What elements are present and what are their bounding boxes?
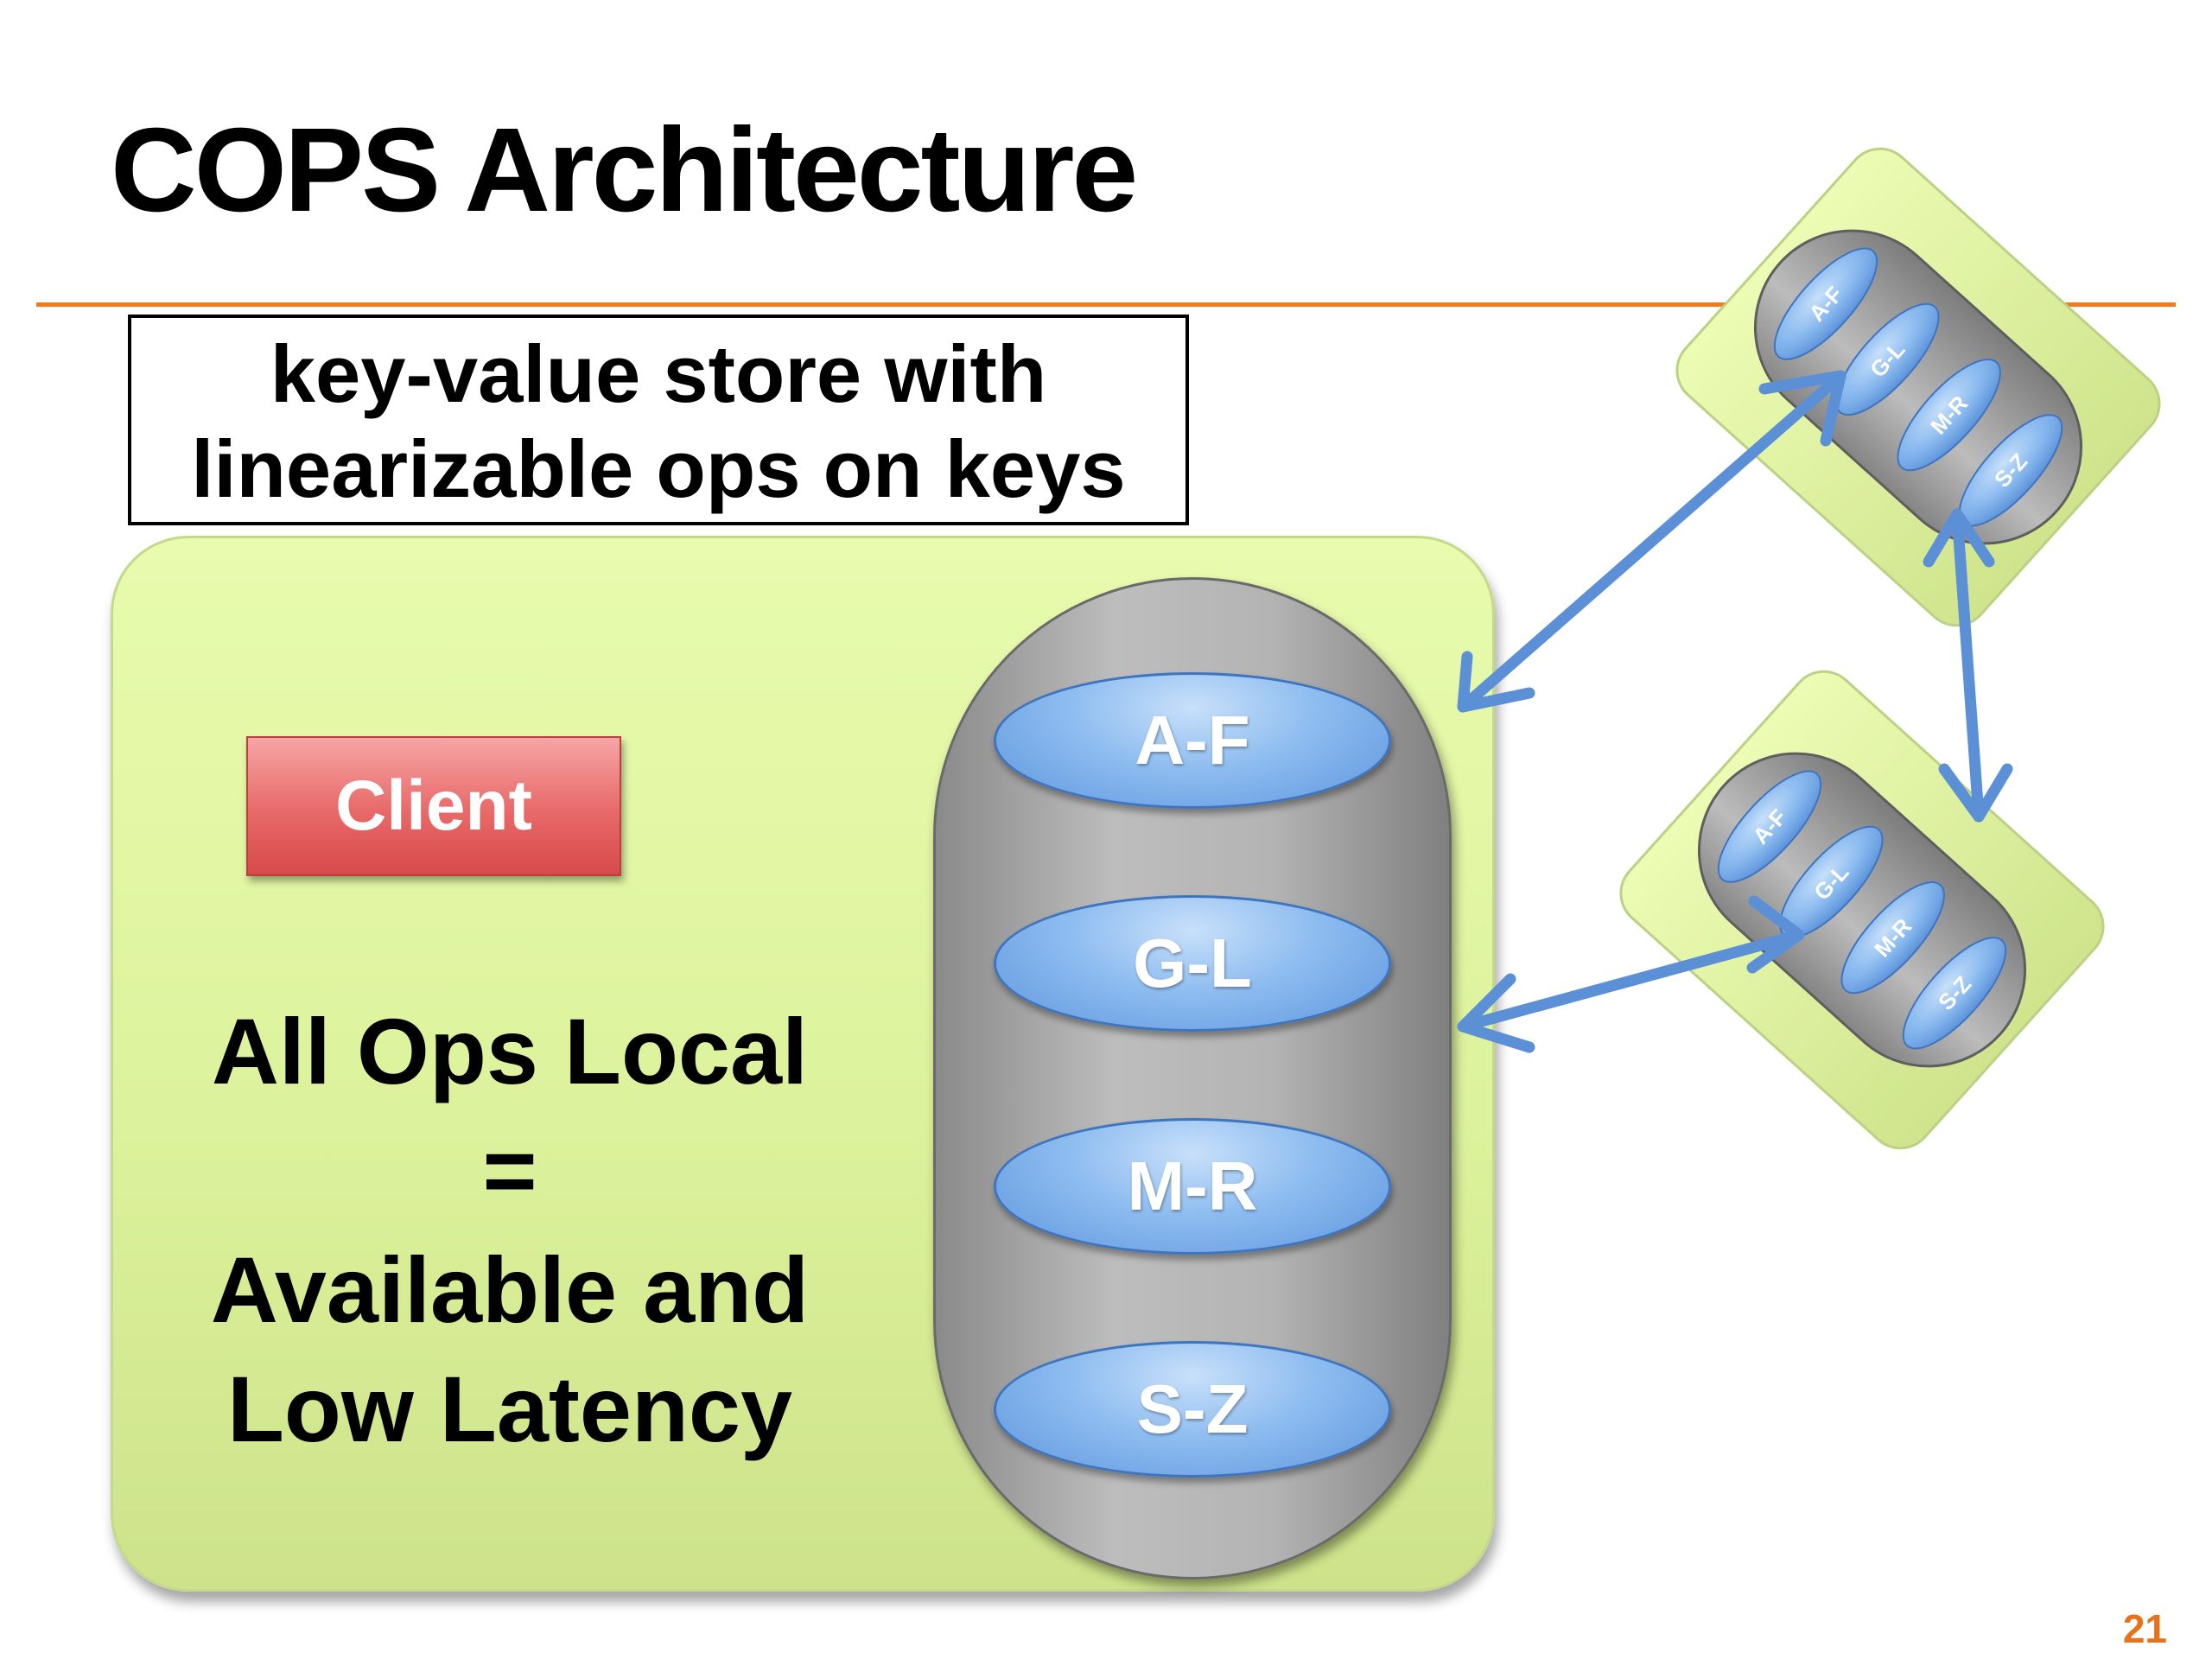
statement-line-3: Available and (210, 1237, 810, 1342)
shard-node-m-r: M-R (994, 1118, 1391, 1255)
statement-line-1: All Ops Local (211, 999, 809, 1103)
replication-arrow-local-remote2 (1457, 895, 1805, 1053)
callout-line-2: linearizable ops on keys (191, 423, 1126, 514)
title-divider (36, 302, 2176, 307)
statement-line-2: = (482, 1118, 537, 1223)
replication-arrow-remote1-remote2 (1923, 508, 2013, 823)
callout-line-1: key-value store with (270, 328, 1047, 419)
page-number: 21 (2122, 1606, 2167, 1651)
shard-node-g-l: G-L (994, 895, 1391, 1032)
page-title: COPS Architecture (111, 104, 1138, 237)
shard-node-a-f: A-F (994, 672, 1391, 809)
kv-store-callout: key-value store with linearizable ops on… (128, 315, 1189, 525)
statement-line-4: Low Latency (226, 1357, 793, 1461)
remote-datacenter-1: A-F G-L M-R S-Z (1675, 147, 2161, 627)
local-ops-statement: All Ops Local = Available and Low Latenc… (130, 992, 890, 1469)
shard-node-s-z: S-Z (994, 1341, 1391, 1478)
remote-datacenter-2: A-F G-L M-R S-Z (1619, 670, 2105, 1150)
replication-arrow-local-remote1 (1457, 370, 1847, 713)
client-box: Client (246, 736, 621, 876)
